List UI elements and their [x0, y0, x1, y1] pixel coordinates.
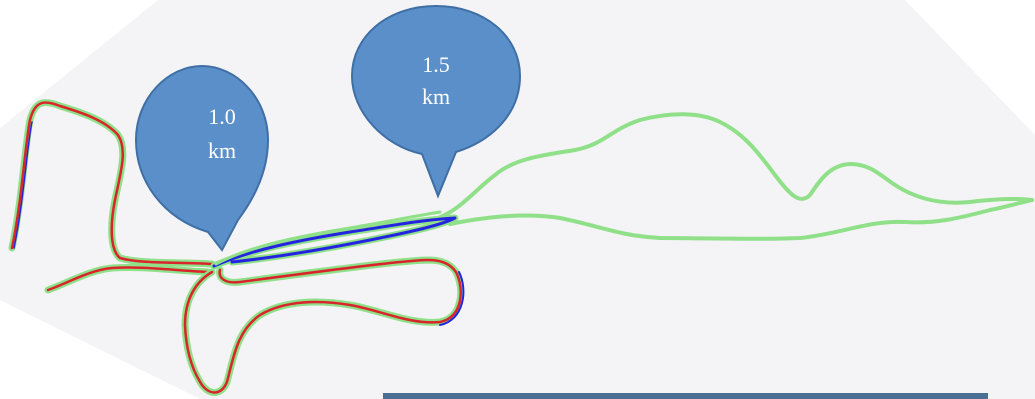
track-straight-upper-green [214, 210, 442, 266]
bottom-divider-bar [383, 393, 988, 399]
track-left-tail-red [46, 266, 210, 292]
track-bottom-loop-red [183, 258, 462, 394]
track-left-loop-blue [13, 121, 33, 249]
track-bottom-loop-blue [439, 271, 465, 326]
callout-1-unit: km [208, 138, 236, 163]
track-straight-blue [212, 216, 457, 268]
callout-1-0-km: 1.0 km [134, 64, 270, 252]
callout-2-value: 1.5 [422, 52, 450, 77]
callout-1-5-km: 1.5 km [350, 4, 522, 199]
callout-1-bubble [134, 64, 270, 252]
callout-1-value: 1.0 [208, 104, 236, 129]
callout-2-bubble [350, 4, 522, 199]
green-route-upper [436, 112, 1034, 220]
track-left-loop-red [10, 101, 214, 266]
green-route-lower [448, 198, 1034, 241]
callout-2-unit: km [422, 84, 450, 109]
